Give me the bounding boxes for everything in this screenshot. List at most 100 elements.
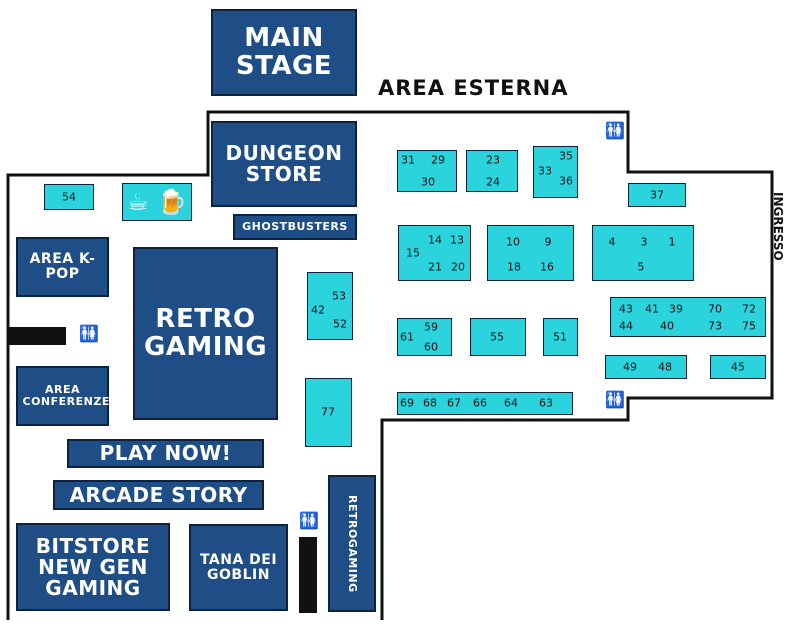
cafe-area[interactable]: ☕ 🍺 — [122, 183, 192, 221]
stand-number: 39 — [669, 302, 683, 316]
arcade-story-label: ARCADE STORY — [69, 482, 248, 507]
stand-number: 68 — [423, 396, 437, 410]
dungeon-store-zone[interactable]: DUNGEON STORE — [211, 121, 357, 207]
stand-number: 53 — [332, 289, 346, 303]
stand-9-18[interactable] — [487, 225, 574, 281]
stand-number: 55 — [490, 330, 504, 344]
restroom-icon: 🚻 — [605, 390, 625, 409]
stand-number: 61 — [400, 330, 414, 344]
stand-number: 59 — [424, 320, 438, 334]
stand-number: 44 — [619, 319, 633, 333]
stand-number: 31 — [401, 153, 415, 167]
restroom-icon: 🚻 — [299, 511, 319, 530]
stand-number: 14 — [428, 233, 442, 247]
stand-number: 4 — [608, 235, 616, 249]
retrogaming-label: RETROGAMING — [345, 494, 359, 593]
stand-number: 43 — [619, 302, 633, 316]
stand-23-24[interactable] — [466, 150, 518, 192]
stand-number: 42 — [311, 303, 325, 317]
stand-number: 66 — [473, 396, 487, 410]
stand-number: 67 — [447, 396, 461, 410]
ghostbusters-label: GHOSTBUSTERS — [242, 220, 348, 234]
stand-number: 23 — [486, 153, 500, 167]
stand-number: 48 — [658, 360, 672, 374]
area-esterna-label: AREA ESTERNA — [378, 76, 569, 100]
area-conferenze-label: AREA CONFERENZE — [22, 383, 110, 408]
ghostbusters-zone[interactable]: GHOSTBUSTERS — [233, 214, 357, 240]
stand-59-61[interactable] — [397, 318, 452, 356]
retro-gaming-zone[interactable]: RETRO GAMING — [133, 247, 278, 420]
stand-number: 64 — [504, 396, 518, 410]
stand-number: 36 — [559, 174, 573, 188]
stand-48-49[interactable] — [605, 355, 687, 379]
stand-number: 77 — [321, 405, 335, 419]
stand-number: 73 — [708, 319, 722, 333]
stand-number: 16 — [540, 260, 554, 274]
stand-54[interactable] — [44, 184, 94, 210]
stand-number: 35 — [559, 149, 573, 163]
stand-number: 49 — [623, 360, 637, 374]
area-conferenze-zone[interactable]: AREA CONFERENZE — [16, 366, 109, 426]
stand-51[interactable] — [543, 318, 578, 356]
stand-63-69[interactable] — [397, 392, 573, 415]
retrogaming-zone[interactable]: RETROGAMING — [328, 475, 376, 612]
stand-number: 54 — [62, 190, 76, 204]
stand-number: 30 — [421, 175, 435, 189]
stand-33-35-36[interactable] — [533, 146, 578, 198]
stand-number: 21 — [428, 260, 442, 274]
play-now-zone[interactable]: PLAY NOW! — [67, 439, 264, 468]
wall-block — [299, 537, 317, 613]
stand-number: 70 — [708, 302, 722, 316]
stand-number: 29 — [431, 153, 445, 167]
bitstore-label: BITSTORE NEW GEN GAMING — [35, 533, 151, 600]
stand-number: 24 — [486, 175, 500, 189]
stand-number: 20 — [451, 260, 465, 274]
beer-mug-icon: 🍺 — [156, 188, 187, 216]
area-kpop-zone[interactable]: AREA K-POP — [16, 237, 109, 297]
stand-number: 10 — [506, 235, 520, 249]
stand-number: 9 — [544, 235, 552, 249]
stand-37[interactable] — [628, 183, 686, 207]
area-kpop-label: AREA K-POP — [29, 251, 96, 282]
stand-45[interactable] — [710, 355, 766, 379]
stand-number: 33 — [538, 164, 552, 178]
stand-number: 3 — [640, 235, 648, 249]
main-stage-zone[interactable]: MAIN STAGE — [211, 9, 357, 96]
stand-number: 37 — [650, 188, 664, 202]
stand-number: 51 — [553, 330, 567, 344]
stand-number: 60 — [424, 340, 438, 354]
stand-77[interactable] — [305, 378, 352, 447]
stand-39-75[interactable] — [610, 297, 766, 337]
stand-number: 5 — [637, 260, 645, 274]
stand-number: 13 — [450, 233, 464, 247]
stand-number: 15 — [406, 246, 420, 260]
stand-29-31-30[interactable] — [397, 150, 457, 192]
stand-number: 18 — [507, 260, 521, 274]
play-now-label: PLAY NOW! — [99, 441, 232, 465]
stand-number: 40 — [660, 319, 674, 333]
stand-number: 1 — [668, 235, 676, 249]
retro-gaming-label: RETRO GAMING — [143, 304, 268, 362]
stand-42-52-53[interactable] — [307, 272, 353, 340]
tana-goblin-zone[interactable]: TANA DEI GOBLIN — [189, 524, 288, 611]
stand-55[interactable] — [470, 318, 526, 356]
stand-number: 52 — [333, 317, 347, 331]
wall-block — [8, 327, 66, 345]
ingresso-label: INGRESSO — [771, 192, 785, 261]
arcade-story-zone[interactable]: ARCADE STORY — [53, 480, 264, 510]
stand-number: 41 — [645, 302, 659, 316]
stand-number: 45 — [731, 360, 745, 374]
tana-goblin-label: TANA DEI GOBLIN — [199, 551, 278, 583]
stand-13-21[interactable] — [398, 225, 471, 281]
dungeon-store-label: DUNGEON STORE — [225, 141, 343, 186]
stand-1-5[interactable] — [592, 225, 694, 281]
coffee-cup-icon: ☕ — [127, 188, 149, 216]
restroom-icon: 🚻 — [605, 121, 625, 140]
stand-number: 69 — [400, 396, 414, 410]
stand-number: 63 — [539, 396, 553, 410]
restroom-icon: 🚻 — [79, 324, 99, 343]
stand-number: 72 — [742, 302, 756, 316]
bitstore-zone[interactable]: BITSTORE NEW GEN GAMING — [16, 523, 170, 611]
